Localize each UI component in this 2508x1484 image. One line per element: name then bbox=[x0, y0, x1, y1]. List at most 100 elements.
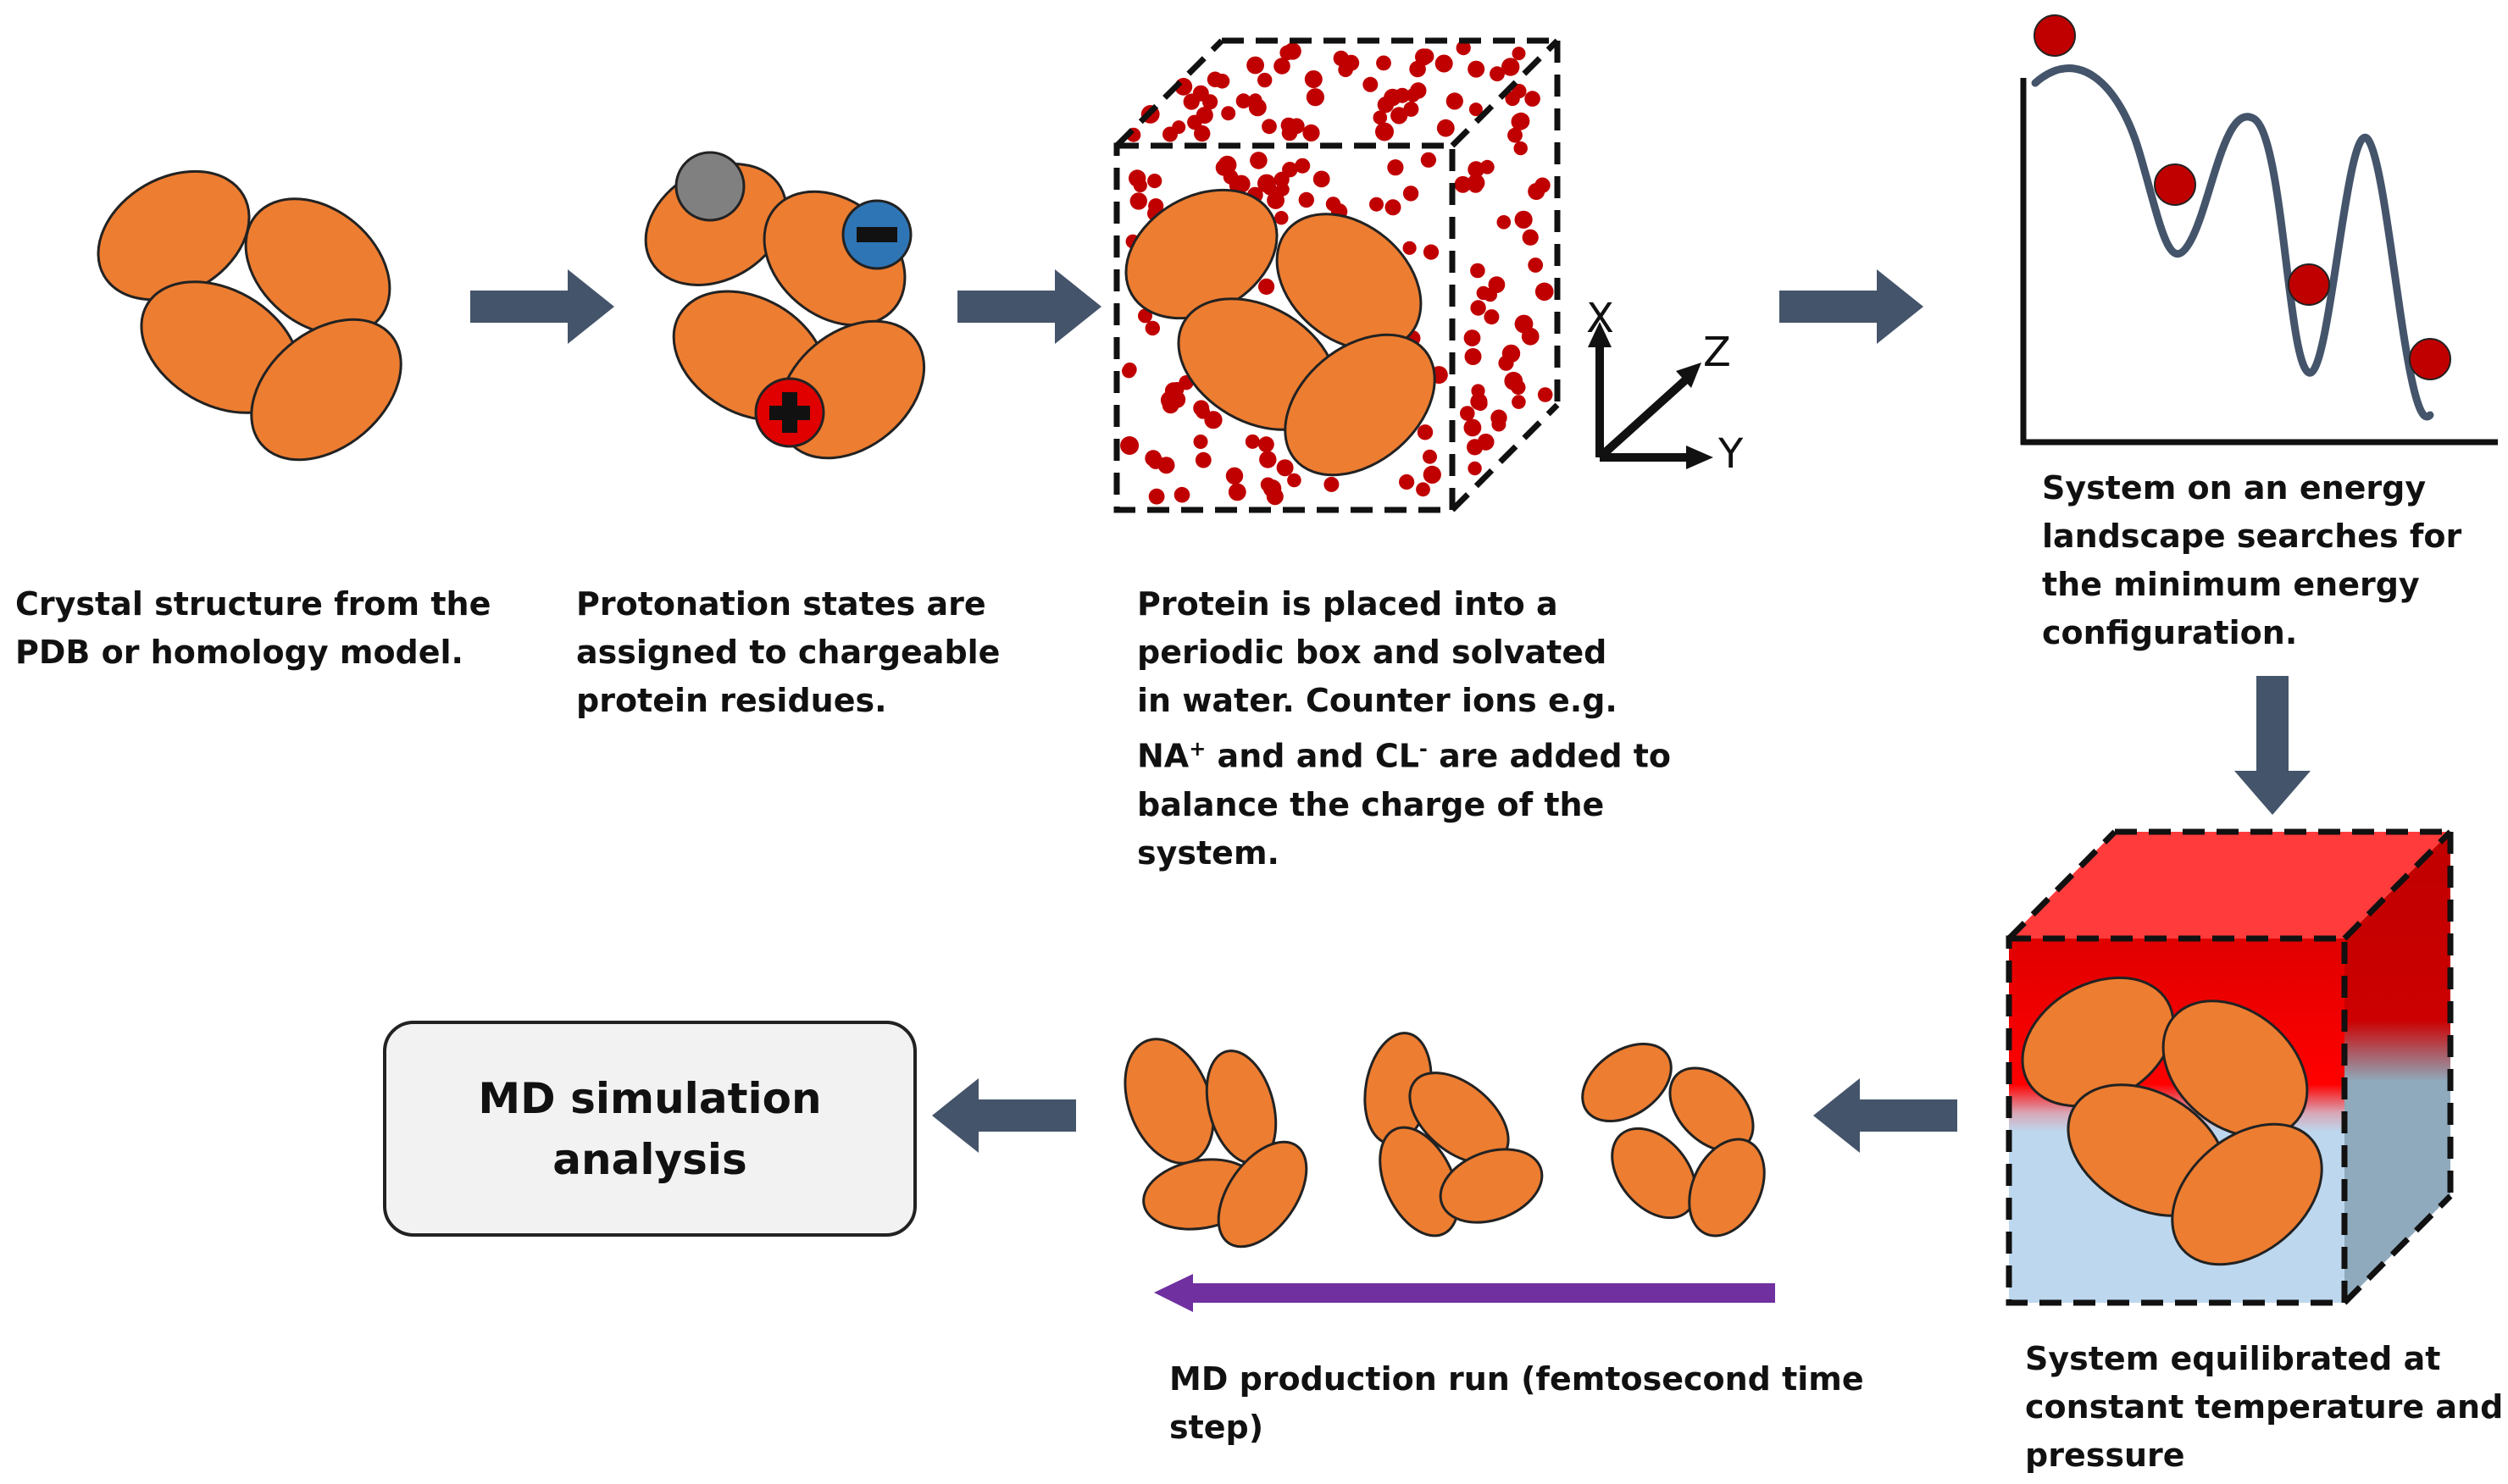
caption-energy-landscape: System on an energy landscape searches f… bbox=[2042, 464, 2461, 657]
water-molecule bbox=[1534, 282, 1554, 302]
water-molecule bbox=[1373, 110, 1388, 125]
protein-frame bbox=[1363, 1032, 1544, 1238]
caption-line: Crystal structure from the bbox=[15, 585, 491, 623]
water-molecule bbox=[1228, 483, 1246, 501]
water-molecule bbox=[1420, 152, 1436, 168]
water-molecule bbox=[1259, 451, 1277, 468]
protein-subunit bbox=[2161, 999, 2309, 1138]
water-molecule bbox=[1514, 210, 1533, 229]
water-molecule bbox=[1304, 70, 1323, 88]
water-molecule bbox=[1463, 329, 1481, 346]
water-molecule bbox=[1258, 278, 1275, 295]
water-molecule bbox=[1276, 459, 1294, 477]
minus-sign-icon bbox=[857, 227, 897, 242]
water-molecule bbox=[1498, 355, 1514, 371]
water-molecule bbox=[1387, 159, 1404, 176]
caption-line: system. bbox=[1137, 833, 1279, 872]
caption-equilibration: System equilibrated at constant temperat… bbox=[2025, 1335, 2503, 1480]
solvated-protein bbox=[1124, 188, 1436, 477]
water-molecule bbox=[1195, 451, 1212, 468]
water-molecule bbox=[1471, 384, 1485, 398]
water-molecule bbox=[1174, 486, 1190, 503]
caption-line: PDB or homology model. bbox=[15, 634, 463, 671]
caption-line: constant temperature and bbox=[2025, 1388, 2504, 1426]
caption-solvation: Protein is placed into a periodic box an… bbox=[1137, 580, 1671, 878]
time-arrow bbox=[1154, 1274, 1775, 1312]
water-molecule bbox=[1280, 117, 1297, 134]
water-molecule bbox=[1512, 112, 1530, 130]
protein-subunit bbox=[2171, 1122, 2323, 1266]
water-molecule bbox=[1284, 42, 1301, 60]
water-molecule bbox=[1384, 199, 1401, 216]
water-molecule bbox=[1225, 467, 1244, 485]
flow-arrow-right bbox=[957, 269, 1101, 344]
axis-y-label: Y bbox=[1717, 430, 1744, 478]
water-molecule bbox=[1193, 435, 1208, 449]
water-molecule bbox=[1323, 476, 1340, 492]
water-molecule bbox=[1470, 300, 1486, 316]
water-molecule bbox=[1147, 453, 1163, 469]
water-molecule bbox=[1521, 327, 1540, 346]
water-molecule bbox=[1468, 461, 1482, 476]
water-molecule bbox=[1295, 158, 1311, 174]
water-molecule bbox=[1204, 411, 1223, 429]
water-molecule bbox=[1402, 241, 1417, 255]
water-molecule bbox=[1403, 101, 1419, 117]
water-molecule bbox=[1235, 93, 1251, 109]
water-molecules bbox=[1120, 41, 1554, 506]
caption-line: the minimum energy bbox=[2042, 566, 2420, 603]
neutral-residue bbox=[674, 151, 746, 222]
water-molecule bbox=[1410, 82, 1427, 99]
water-molecule bbox=[1193, 400, 1210, 417]
caption-line: balance the charge of the bbox=[1137, 785, 1605, 823]
ion-na-charge: + bbox=[1189, 737, 1207, 761]
water-molecule bbox=[1479, 159, 1495, 174]
water-molecule bbox=[1423, 449, 1437, 464]
water-molecule bbox=[1298, 191, 1315, 208]
water-molecule bbox=[1537, 387, 1553, 402]
water-molecule bbox=[1501, 58, 1520, 76]
water-molecule bbox=[1454, 175, 1472, 193]
flow-arrow-left bbox=[1813, 1078, 1957, 1153]
caption-line: System on an energy bbox=[2042, 469, 2427, 507]
flow-arrow-left bbox=[932, 1078, 1076, 1153]
water-molecule bbox=[1376, 55, 1391, 71]
water-molecule bbox=[1477, 433, 1495, 451]
equilibration-box bbox=[2006, 828, 2454, 1306]
ion-na: NA bbox=[1137, 737, 1190, 775]
axis-z-label: Z bbox=[1703, 329, 1731, 376]
caption-line: protein residues. bbox=[576, 682, 887, 719]
box-top-face bbox=[2009, 832, 2450, 939]
caption-line: assigned to chargeable bbox=[576, 634, 1001, 671]
md-analysis-box: MD simulation analysis bbox=[383, 1021, 917, 1237]
water-molecule bbox=[1445, 92, 1463, 110]
water-molecule bbox=[1460, 406, 1475, 421]
water-molecule bbox=[1513, 141, 1528, 156]
water-molecule bbox=[1390, 107, 1408, 125]
water-molecule bbox=[1120, 436, 1140, 455]
energy-ball bbox=[2034, 14, 2076, 57]
water-molecule bbox=[1147, 174, 1162, 189]
water-molecule bbox=[1375, 122, 1394, 141]
energy-landscape bbox=[2020, 14, 2498, 446]
water-molecule bbox=[1522, 229, 1539, 246]
water-molecule bbox=[1476, 285, 1491, 301]
water-molecule bbox=[1145, 320, 1161, 336]
water-molecule bbox=[1362, 76, 1379, 92]
water-molecule bbox=[1214, 74, 1230, 89]
box-edges bbox=[1113, 37, 1561, 513]
water-molecule bbox=[1468, 178, 1484, 193]
water-molecule bbox=[1138, 308, 1152, 324]
caption-line: landscape searches for bbox=[2042, 518, 2462, 555]
water-molecule bbox=[1333, 50, 1350, 67]
protein-subunit bbox=[1275, 213, 1423, 352]
water-molecule bbox=[1266, 488, 1284, 506]
water-molecule bbox=[1399, 473, 1415, 490]
protein-frame bbox=[1581, 1042, 1766, 1238]
water-molecule bbox=[1257, 72, 1273, 88]
protein-crystal-structure bbox=[97, 169, 402, 462]
water-molecule bbox=[1507, 127, 1523, 143]
water-molecule bbox=[1148, 488, 1165, 505]
water-molecule bbox=[1258, 436, 1274, 453]
protein-subunit bbox=[250, 318, 402, 462]
